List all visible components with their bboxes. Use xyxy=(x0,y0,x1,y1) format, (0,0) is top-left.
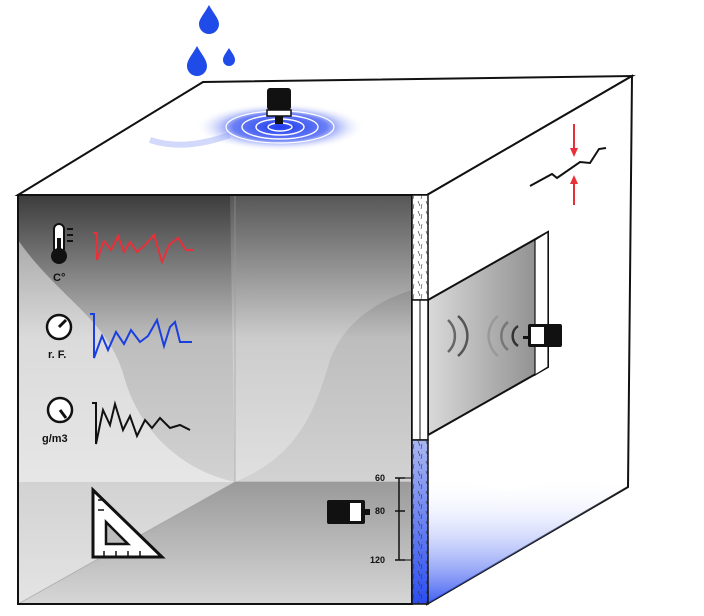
temperature-label: C° xyxy=(53,272,65,284)
scale-tick-label: 120 xyxy=(370,555,385,565)
set-square-icon xyxy=(91,486,166,559)
floor xyxy=(18,482,412,604)
back-wall xyxy=(230,195,412,482)
raindrop-icon xyxy=(187,46,207,76)
raindrop-icon xyxy=(199,5,219,34)
sound-waves-icon xyxy=(447,315,519,357)
crack-compression-arrow-icon xyxy=(570,124,578,157)
scale-tick-label: 80 xyxy=(375,506,385,516)
roof-moisture-sensor-icon xyxy=(266,88,292,124)
crack-compression-arrow-icon xyxy=(570,175,578,205)
humidity-label: r. F. xyxy=(48,349,66,361)
roof-puddle xyxy=(195,103,365,151)
temperature-trace xyxy=(93,232,194,266)
wall-sensor-icon xyxy=(523,324,562,347)
window-reveal xyxy=(534,230,549,377)
rising-water xyxy=(427,476,628,604)
wall-section-wet-hatch xyxy=(412,440,428,604)
wall-section-top-hatch xyxy=(412,195,428,300)
gauge-icon xyxy=(46,396,74,424)
scale-tick-label: 60 xyxy=(375,473,385,483)
puddle-runoff xyxy=(149,132,231,148)
absolute-humidity-trace xyxy=(92,400,191,445)
vapor-plume xyxy=(18,240,235,482)
water-level-scale xyxy=(395,477,411,561)
raindrop-icon xyxy=(223,48,235,66)
thermometer-icon xyxy=(51,223,73,264)
floor-sensor-icon xyxy=(327,500,370,524)
absolute-humidity-label: g/m3 xyxy=(42,433,68,445)
humidity-trace xyxy=(90,313,192,359)
hygrometer-gauge-icon xyxy=(45,313,73,341)
wall-crack xyxy=(529,147,607,187)
